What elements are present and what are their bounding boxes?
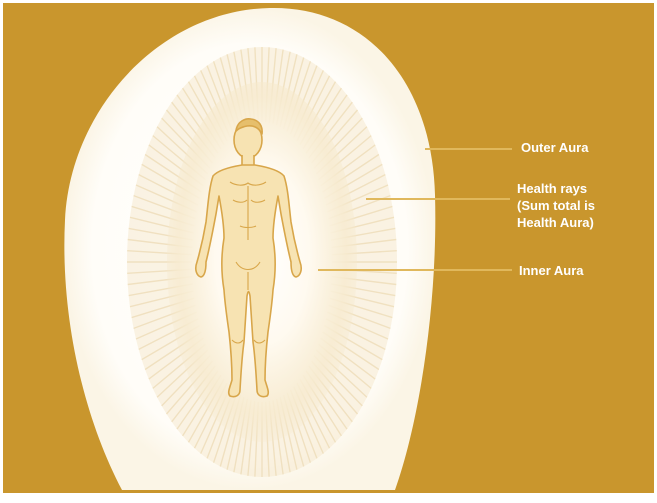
label-inner-aura-text: Inner Aura	[519, 262, 584, 279]
label-health-rays-line-1: Health rays	[517, 180, 595, 197]
label-outer-aura: Outer Aura	[521, 139, 588, 156]
label-health-rays: Health rays (Sum total is Health Aura)	[517, 180, 595, 231]
label-health-rays-line-3: Health Aura)	[517, 214, 595, 231]
label-inner-aura: Inner Aura	[519, 262, 584, 279]
label-health-rays-line-2: (Sum total is	[517, 197, 595, 214]
label-outer-aura-text: Outer Aura	[521, 139, 588, 156]
